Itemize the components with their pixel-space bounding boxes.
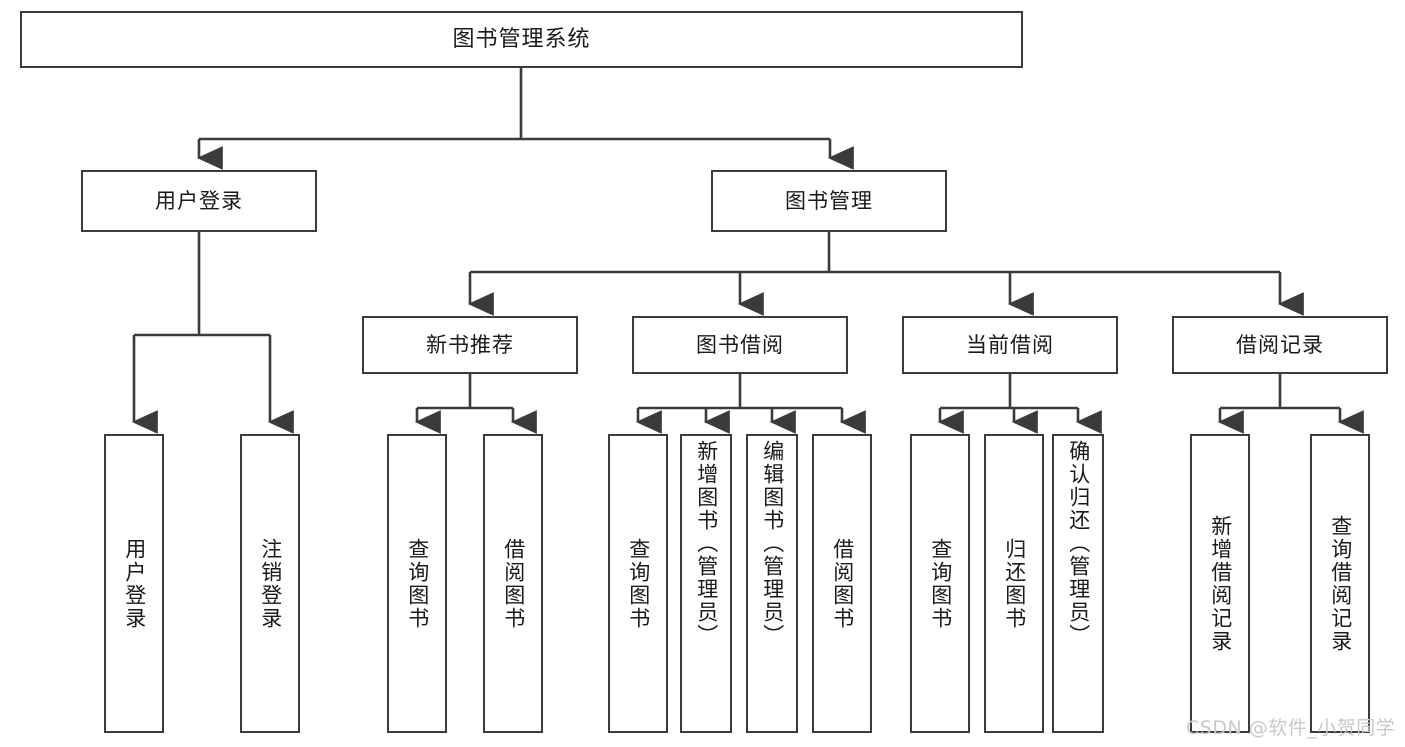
node-leaf-user-login[interactable]: 用户登录 [104, 434, 164, 733]
node-label: 新增图书（管理员） [694, 440, 719, 647]
node-label: 借阅图书 [830, 537, 855, 630]
node-label: 新增借阅记录 [1208, 514, 1233, 653]
node-label: 归还图书 [1002, 537, 1027, 630]
node-user-login[interactable]: 用户登录 [81, 170, 317, 232]
node-leaf-borrow-book-1[interactable]: 借阅图书 [483, 434, 543, 733]
node-leaf-query-book-2[interactable]: 查询图书 [608, 434, 668, 733]
node-new-book-rec[interactable]: 新书推荐 [362, 316, 578, 374]
node-label: 查询借阅记录 [1328, 514, 1353, 653]
node-book-borrow[interactable]: 图书借阅 [632, 316, 848, 374]
node-borrow-record[interactable]: 借阅记录 [1172, 316, 1388, 374]
node-label: 借阅图书 [501, 537, 526, 630]
node-label: 确认归还（管理员） [1066, 440, 1091, 647]
watermark-text: CSDN @软件_小贺同学 [1186, 717, 1396, 739]
node-label: 用户登录 [122, 537, 147, 630]
node-label: 图书管理系统 [452, 26, 591, 52]
node-label: 查询图书 [405, 537, 430, 630]
node-leaf-query-record[interactable]: 查询借阅记录 [1310, 434, 1370, 733]
node-leaf-user-logout[interactable]: 注销登录 [240, 434, 300, 733]
node-book-manage[interactable]: 图书管理 [711, 170, 947, 232]
node-leaf-add-book[interactable]: 新增图书（管理员） [680, 434, 732, 733]
node-label: 注销登录 [258, 537, 283, 630]
node-leaf-query-book-1[interactable]: 查询图书 [387, 434, 447, 733]
node-leaf-edit-book[interactable]: 编辑图书（管理员） [746, 434, 798, 733]
node-label: 图书管理 [785, 188, 873, 213]
node-label: 图书借阅 [696, 332, 784, 357]
node-label: 借阅记录 [1236, 332, 1324, 357]
node-label: 查询图书 [626, 537, 651, 630]
node-label: 查询图书 [928, 537, 953, 630]
node-leaf-return-book[interactable]: 归还图书 [984, 434, 1044, 733]
node-leaf-borrow-book-2[interactable]: 借阅图书 [812, 434, 872, 733]
node-current-borrow[interactable]: 当前借阅 [902, 316, 1118, 374]
node-label: 新书推荐 [426, 332, 514, 357]
node-label: 编辑图书（管理员） [760, 440, 785, 647]
node-leaf-query-book-3[interactable]: 查询图书 [910, 434, 970, 733]
node-leaf-add-record[interactable]: 新增借阅记录 [1190, 434, 1250, 733]
node-label: 当前借阅 [966, 332, 1054, 357]
node-root-system[interactable]: 图书管理系统 [20, 11, 1023, 68]
node-leaf-confirm-return[interactable]: 确认归还（管理员） [1052, 434, 1104, 733]
node-label: 用户登录 [155, 188, 243, 213]
